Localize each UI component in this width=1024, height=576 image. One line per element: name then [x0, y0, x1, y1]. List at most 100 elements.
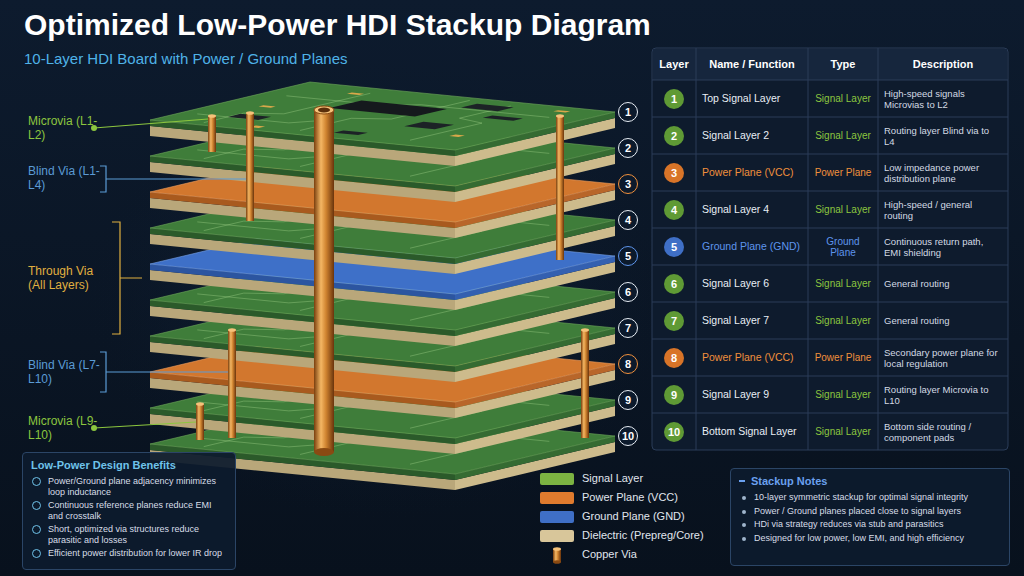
- table-header: Description: [878, 48, 1008, 80]
- layer-name: Ground Plane (GND): [696, 228, 808, 265]
- table-header: Layer: [652, 48, 696, 80]
- subtitle: 10-Layer HDI Board with Power / Ground P…: [24, 50, 584, 67]
- callout-number: 10: [618, 426, 638, 446]
- layer-description: Continuous return path, EMI shielding: [878, 228, 1008, 265]
- callout-number: 9: [618, 390, 638, 410]
- callout-number: 4: [618, 210, 638, 230]
- panel-item-row: Power / Ground planes placed close to si…: [739, 506, 1001, 517]
- benefit-icon: [32, 501, 41, 510]
- layer-type: Signal Layer: [808, 376, 878, 413]
- benefit-icon: [32, 549, 41, 558]
- legend-text: Power Plane (VCC): [582, 491, 678, 503]
- layer-number-badge: 1: [664, 89, 684, 109]
- layer-name: Signal Layer 2: [696, 117, 808, 154]
- table-header: Name / Function: [696, 48, 808, 80]
- layer-number-badge: 4: [664, 200, 684, 220]
- panel-item: Power/Ground plane adjacency minimizes l…: [48, 476, 227, 497]
- layer-number-badge: 3: [664, 163, 684, 183]
- layer-name: Power Plane (VCC): [696, 154, 808, 191]
- layer-number-badge: 8: [664, 348, 684, 368]
- panel-item: Continuous reference planes reduce EMI a…: [48, 500, 227, 521]
- layer-type: Signal Layer: [808, 413, 878, 450]
- callout-number: 1: [618, 102, 638, 122]
- layer-name: Top Signal Layer: [696, 80, 808, 117]
- diagram-title: Optimized Low-Power HDI Stackup Diagram: [24, 8, 651, 42]
- layer-name: Bottom Signal Layer: [696, 413, 808, 450]
- bullet-dot: [742, 510, 746, 514]
- panel-item-row: Designed for low power, low EMI, and hig…: [739, 533, 1001, 544]
- via-label: Blind Via (L7-L10): [28, 358, 108, 386]
- panel-item-row: 10-layer symmetric stackup for optimal s…: [739, 492, 1001, 503]
- layer-name: Signal Layer 6: [696, 265, 808, 302]
- panel-item-row: Efficient power distribution for lower I…: [31, 548, 227, 559]
- legend-text: Signal Layer: [582, 472, 643, 484]
- legend-swatch: [540, 511, 574, 523]
- panel-heading-row: Stackup Notes: [739, 475, 1001, 487]
- panel-heading: Stackup Notes: [751, 475, 827, 487]
- layer-description: General routing: [878, 302, 1008, 339]
- layer-name: Signal Layer 9: [696, 376, 808, 413]
- panel-item: Power / Ground planes placed close to si…: [754, 506, 961, 517]
- layer-description: High-speed signals Microvias to L2: [878, 80, 1008, 117]
- panel-item: 10-layer symmetric stackup for optimal s…: [754, 492, 968, 503]
- layer-number-badge: 2: [664, 126, 684, 146]
- callout-number: 3: [618, 174, 638, 194]
- layer-number-badge: 5: [664, 237, 684, 257]
- layer-type: Signal Layer: [808, 302, 878, 339]
- layer-type: Signal Layer: [808, 265, 878, 302]
- panel-item-row: Continuous reference planes reduce EMI a…: [31, 500, 227, 521]
- layer-number-badge: 9: [664, 385, 684, 405]
- legend-text: Ground Plane (GND): [582, 510, 685, 522]
- via-label: Blind Via (L1-L4): [28, 164, 108, 192]
- layer-number-badge: 6: [664, 274, 684, 294]
- layer-number-badge: 7: [664, 311, 684, 331]
- layer-type: Signal Layer: [808, 80, 878, 117]
- via-label: Microvia (L9-L10): [28, 414, 108, 442]
- layer-type: Power Plane: [808, 339, 878, 376]
- via-label: Microvia (L1-L2): [28, 114, 108, 142]
- layer-description: Routing layer Blind via to L4: [878, 117, 1008, 154]
- layer-name: Signal Layer 4: [696, 191, 808, 228]
- layer-description: General routing: [878, 265, 1008, 302]
- panel-item-row: HDi via strategy reduces via stub and pa…: [739, 519, 1001, 530]
- legend-swatch: [540, 530, 574, 542]
- callout-number: 5: [618, 246, 638, 266]
- bullet-dot: [742, 537, 746, 541]
- panel-heading: Low-Power Design Benefits: [31, 459, 176, 471]
- legend-text: Dielectric (Prepreg/Core): [582, 529, 704, 541]
- bullet-dot: [742, 496, 746, 500]
- legend-text: Copper Via: [582, 548, 637, 560]
- callout-number: 6: [618, 282, 638, 302]
- layer-type: Power Plane: [808, 154, 878, 191]
- notes-panel: Stackup Notes 10-layer symmetric stackup …: [730, 468, 1010, 566]
- benefit-icon: [32, 477, 41, 486]
- benefits-panel: Low-Power Design BenefitsPower/Ground pl…: [22, 452, 236, 570]
- layer-number-badge: 10: [664, 422, 684, 442]
- panel-item: Short, optimized via structures reduce p…: [48, 524, 227, 545]
- layer-description: Secondary power plane for local regulati…: [878, 339, 1008, 376]
- benefit-icon: [32, 525, 41, 534]
- callout-number: 8: [618, 354, 638, 374]
- callout-number: 7: [618, 318, 638, 338]
- layer-type: Signal Layer: [808, 191, 878, 228]
- callout-number: 2: [618, 138, 638, 158]
- layer-description: High-speed / general routing: [878, 191, 1008, 228]
- bullet-dot: [742, 523, 746, 527]
- layer-description: Bottom side routing / component pads: [878, 413, 1008, 450]
- layer-description: Routing layer Microvia to L10: [878, 376, 1008, 413]
- via-label: Through Via (All Layers): [28, 264, 112, 292]
- panel-item-row: Short, optimized via structures reduce p…: [31, 524, 227, 545]
- heading-dash: [739, 480, 745, 482]
- panel-item: Efficient power distribution for lower I…: [48, 548, 222, 559]
- panel-heading-row: Low-Power Design Benefits: [31, 459, 227, 471]
- panel-item: HDi via strategy reduces via stub and pa…: [754, 519, 944, 530]
- panel-item-row: Power/Ground plane adjacency minimizes l…: [31, 476, 227, 497]
- layer-type: Signal Layer: [808, 117, 878, 154]
- layer-description: Low impedance power distribution plane: [878, 154, 1008, 191]
- legend-swatch: [540, 492, 574, 504]
- table-header: Type: [808, 48, 878, 80]
- legend-swatch: [540, 473, 574, 485]
- layer-type: Ground Plane: [808, 228, 878, 265]
